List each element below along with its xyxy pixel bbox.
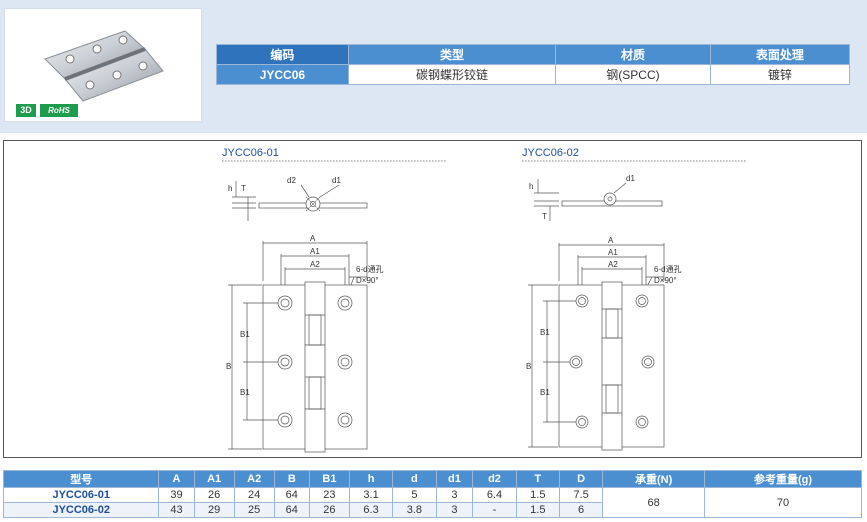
row1-A1: 26 bbox=[193, 487, 235, 503]
3d-badge: 3D bbox=[16, 104, 36, 117]
view1-label-d2: d2 bbox=[287, 176, 296, 185]
row1-D: 7.5 bbox=[558, 487, 604, 503]
row2-A1: 29 bbox=[193, 502, 235, 518]
spec-type: 碳钢蝶形铰链 bbox=[347, 64, 557, 85]
view2-side bbox=[534, 179, 663, 221]
row1-A2: 24 bbox=[233, 487, 275, 503]
dims-header-d2: d2 bbox=[472, 470, 517, 488]
dims-header-d1: d1 bbox=[435, 470, 474, 488]
view1-front bbox=[228, 241, 368, 453]
product-photo bbox=[4, 8, 202, 122]
header-band: 3D RoHS 编码 类型 材质 表面处理 JYCC06 碳钢蝶形铰链 钢(SP… bbox=[0, 0, 867, 133]
view1-label-h: h bbox=[228, 184, 232, 193]
view2-label-A: A bbox=[608, 236, 614, 245]
row1-d1: 3 bbox=[435, 487, 474, 503]
row2-A2: 25 bbox=[233, 502, 275, 518]
spec-material: 钢(SPCC) bbox=[555, 64, 711, 85]
load-value: 68 bbox=[602, 487, 705, 518]
row1-B: 64 bbox=[273, 487, 310, 503]
row2-A: 43 bbox=[158, 502, 195, 518]
view2-hole-note1: 6-d通孔 bbox=[654, 264, 682, 274]
row1-T: 1.5 bbox=[515, 487, 560, 503]
spec-header-code: 编码 bbox=[216, 44, 349, 65]
spec-header-finish: 表面处理 bbox=[709, 44, 851, 65]
spec-header-type: 类型 bbox=[347, 44, 557, 65]
row2-B: 64 bbox=[273, 502, 310, 518]
view2-label-h: h bbox=[529, 182, 533, 191]
view2-label-d1: d1 bbox=[626, 174, 635, 183]
row2-T: 1.5 bbox=[515, 502, 560, 518]
view1-label-A: A bbox=[310, 234, 316, 243]
view1-label-A1: A1 bbox=[310, 247, 320, 256]
dims-header-h: h bbox=[348, 470, 394, 488]
table-row: JYCC06-02 43 29 25 64 26 6.3 3.8 3 - 1.5… bbox=[2, 502, 862, 518]
dims-header-row: 型号 A A1 A2 B B1 h d d1 d2 T D 承重(N) 参考重量… bbox=[2, 470, 862, 488]
dimensions-table: 型号 A A1 A2 B B1 h d d1 d2 T D 承重(N) 参考重量… bbox=[2, 470, 862, 518]
view1-title: JYCC06-01 bbox=[222, 147, 279, 159]
spec-finish: 镀锌 bbox=[709, 64, 851, 85]
spec-table: 编码 类型 材质 表面处理 JYCC06 碳钢蝶形铰链 钢(SPCC) 镀锌 bbox=[216, 44, 851, 85]
view2-label-B: B bbox=[526, 362, 531, 371]
view2-label-A1: A1 bbox=[608, 248, 618, 257]
row1-B1: 23 bbox=[308, 487, 350, 503]
dims-header-d: d bbox=[392, 470, 437, 488]
view1-label-B1a: B1 bbox=[240, 330, 250, 339]
row1-d2: 6.4 bbox=[472, 487, 517, 503]
row2-d1: 3 bbox=[435, 502, 474, 518]
dims-header-D: D bbox=[558, 470, 604, 488]
view2-label-T: T bbox=[542, 212, 547, 221]
row2-model: JYCC06-02 bbox=[2, 502, 160, 518]
view2-label-B1a: B1 bbox=[540, 328, 550, 337]
view1-label-T: T bbox=[241, 184, 246, 193]
dims-header-B1: B1 bbox=[308, 470, 350, 488]
dims-header-A2: A2 bbox=[233, 470, 275, 488]
table-row: JYCC06-01 39 26 24 64 23 3.1 5 3 6.4 1.5… bbox=[2, 487, 862, 518]
view1-label-d1: d1 bbox=[332, 176, 341, 185]
row1-A: 39 bbox=[158, 487, 195, 503]
view2-label-A2: A2 bbox=[608, 260, 618, 269]
technical-drawing: JYCC06-01 JYCC06-02 h T d2 d1 bbox=[3, 140, 862, 458]
hinge-photo-icon bbox=[44, 30, 164, 102]
view1-label-A2: A2 bbox=[310, 260, 320, 269]
dims-header-T: T bbox=[515, 470, 560, 488]
dims-header-load: 承重(N) bbox=[602, 470, 705, 488]
dims-header-A: A bbox=[158, 470, 195, 488]
row1-h: 3.1 bbox=[348, 487, 394, 503]
view1-label-B: B bbox=[226, 362, 231, 371]
spec-code: JYCC06 bbox=[216, 64, 349, 85]
row1-model: JYCC06-01 bbox=[2, 487, 160, 503]
view1-hole-note1: 6-d通孔 bbox=[356, 264, 384, 274]
row2-d2: - bbox=[472, 502, 517, 518]
row2-B1: 26 bbox=[308, 502, 350, 518]
row2-D: 6 bbox=[558, 502, 604, 518]
view2-label-B1b: B1 bbox=[540, 388, 550, 397]
row1-d: 5 bbox=[392, 487, 437, 503]
dims-header-model: 型号 bbox=[2, 470, 160, 488]
rohs-badge: RoHS bbox=[40, 104, 78, 117]
view1-hole-note2: D×90° bbox=[356, 276, 379, 285]
view2-title: JYCC06-02 bbox=[522, 147, 579, 159]
row2-h: 6.3 bbox=[348, 502, 394, 518]
weight-value: 70 bbox=[704, 487, 862, 518]
row2-d: 3.8 bbox=[392, 502, 437, 518]
dims-header-B: B bbox=[273, 470, 310, 488]
view2-hole-note2: D×90° bbox=[654, 276, 677, 285]
view1-side bbox=[232, 181, 368, 221]
view2-front bbox=[528, 243, 665, 451]
dims-header-A1: A1 bbox=[193, 470, 235, 488]
view1-label-B1b: B1 bbox=[240, 388, 250, 397]
dims-header-weight: 参考重量(g) bbox=[704, 470, 862, 488]
spec-header-material: 材质 bbox=[555, 44, 711, 65]
